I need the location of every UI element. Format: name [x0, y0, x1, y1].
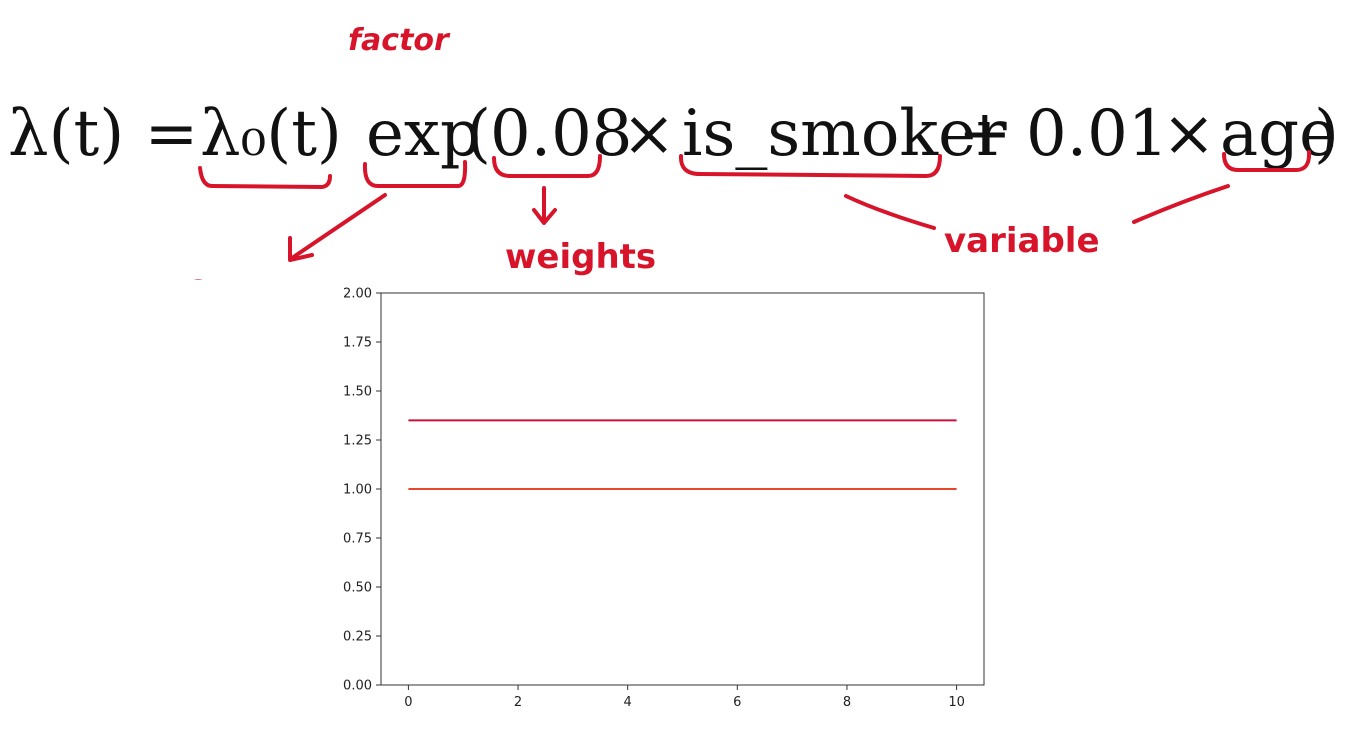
x-tick-label: 4: [624, 695, 632, 710]
formula-baseline-hazard: λ₀(t): [200, 97, 342, 171]
formula-var-age: age: [1220, 97, 1337, 171]
x-tick-label: 10: [948, 695, 965, 710]
underline-age: [1222, 150, 1312, 172]
arrow-head-nonnegative: [288, 236, 314, 262]
x-axis: 0 2 4 6 8 10: [404, 685, 965, 710]
formula-times-2: ×: [1162, 97, 1216, 171]
formula-times-1: ×: [622, 97, 676, 171]
formula-var-is-smoker: is_smoker: [682, 97, 1007, 171]
formula-lhs: λ(t) =: [8, 97, 198, 171]
hazard-chart: 0.00 0.25 0.50 0.75 1.00 1.25 1.50 1.75 2.00 0 2 4…: [343, 287, 985, 710]
formula-exp: exp: [366, 97, 481, 171]
y-tick-label: 0.75: [343, 532, 372, 547]
annotation-variable: variable: [944, 221, 1100, 261]
y-tick-label: 1.50: [343, 385, 372, 400]
annotation-factor: factor: [348, 23, 451, 58]
y-tick-label: 0.25: [343, 630, 372, 645]
formula-weight-age: 0.01: [1026, 97, 1169, 171]
formula-close-paren: ): [1314, 97, 1339, 171]
y-tick-label: 2.00: [343, 287, 372, 302]
annotation-weights: weights: [505, 237, 656, 277]
formula-plus: +: [958, 97, 1012, 171]
x-tick-label: 2: [514, 695, 522, 710]
y-tick-label: 1.00: [343, 483, 372, 498]
formula-open-paren: (: [466, 97, 491, 171]
underline-baseline-hazard: [198, 166, 332, 189]
annotation-geq-zero: ≥0: [146, 272, 213, 280]
y-tick-label: 1.25: [343, 434, 372, 449]
underline-weight: [492, 154, 602, 178]
arrow-head-weights: [532, 208, 557, 225]
connector-variable-right: [1132, 184, 1230, 224]
underline-exp: [362, 160, 468, 188]
y-tick-label: 1.75: [343, 336, 372, 351]
hazard-formula: λ(t) = λ₀(t) exp ( 0.08 × is_smoker + 0.…: [8, 23, 1339, 280]
connector-variable-left: [844, 194, 936, 230]
underline-is-smoker: [678, 154, 942, 178]
formula-weight-smoker: 0.08: [490, 97, 633, 171]
arrow-to-nonnegative: [290, 193, 387, 260]
y-tick-label: 0.00: [343, 679, 372, 694]
x-tick-label: 6: [733, 695, 741, 710]
y-tick-label: 0.50: [343, 581, 372, 596]
x-tick-label: 0: [404, 695, 412, 710]
x-tick-label: 8: [843, 695, 851, 710]
series-group: [408, 419, 957, 490]
y-axis: 0.00 0.25 0.50 0.75 1.00 1.25 1.50 1.75 2.00: [343, 287, 381, 694]
